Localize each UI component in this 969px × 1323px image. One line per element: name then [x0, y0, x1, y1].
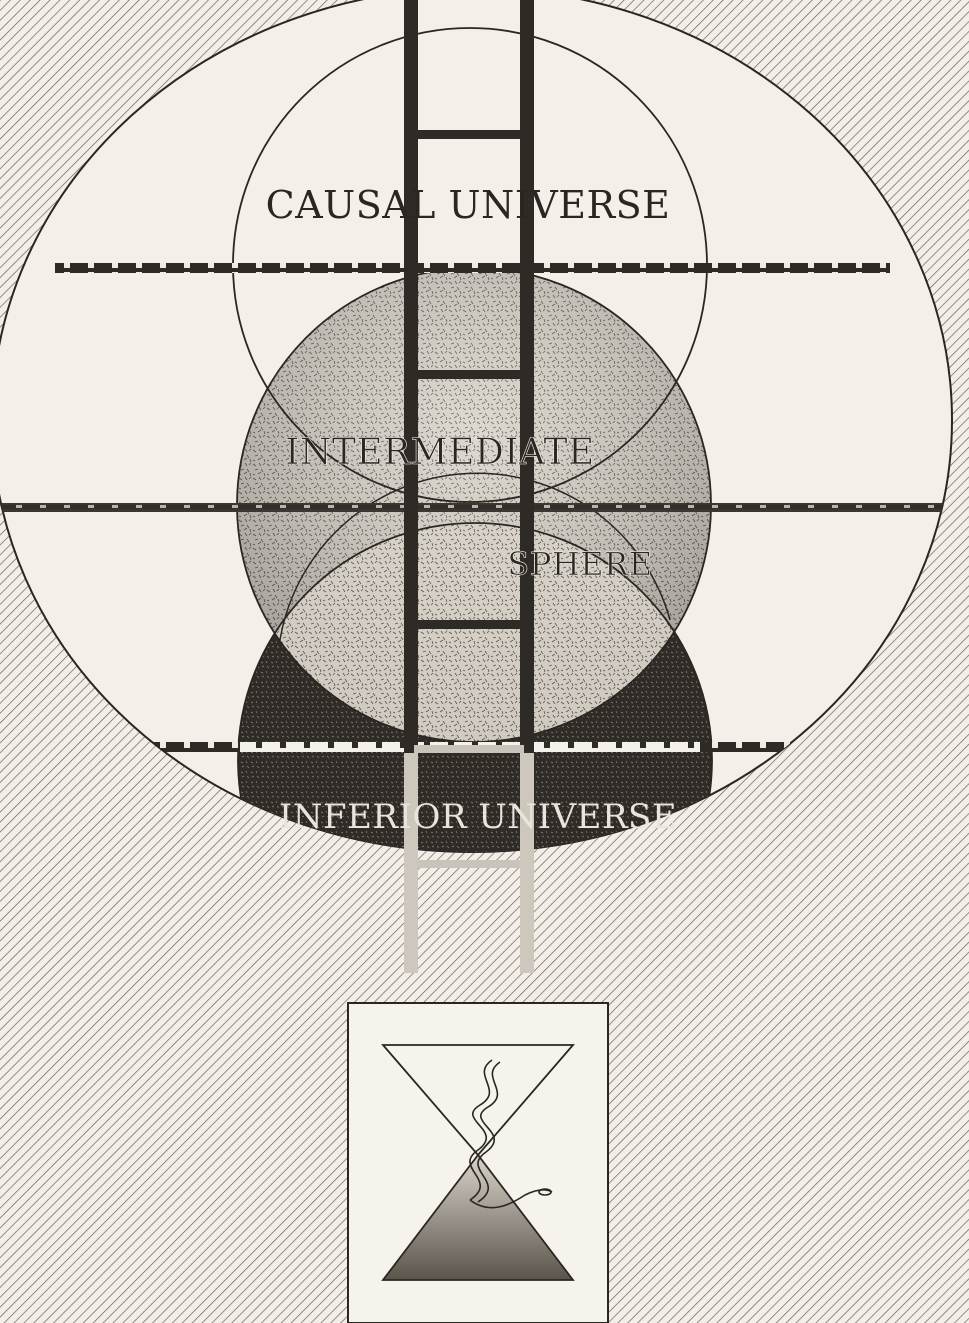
sphere-label: SPHERE: [507, 545, 652, 583]
hourglass-panel: [348, 1003, 608, 1323]
inferior-universe-label: INFERIOR UNIVERSE: [279, 797, 677, 837]
upper-band: [55, 263, 890, 273]
causal-universe-label: CAUSAL UNIVERSE: [266, 183, 671, 227]
intermediate-label: INTERMEDIATE: [285, 432, 595, 473]
